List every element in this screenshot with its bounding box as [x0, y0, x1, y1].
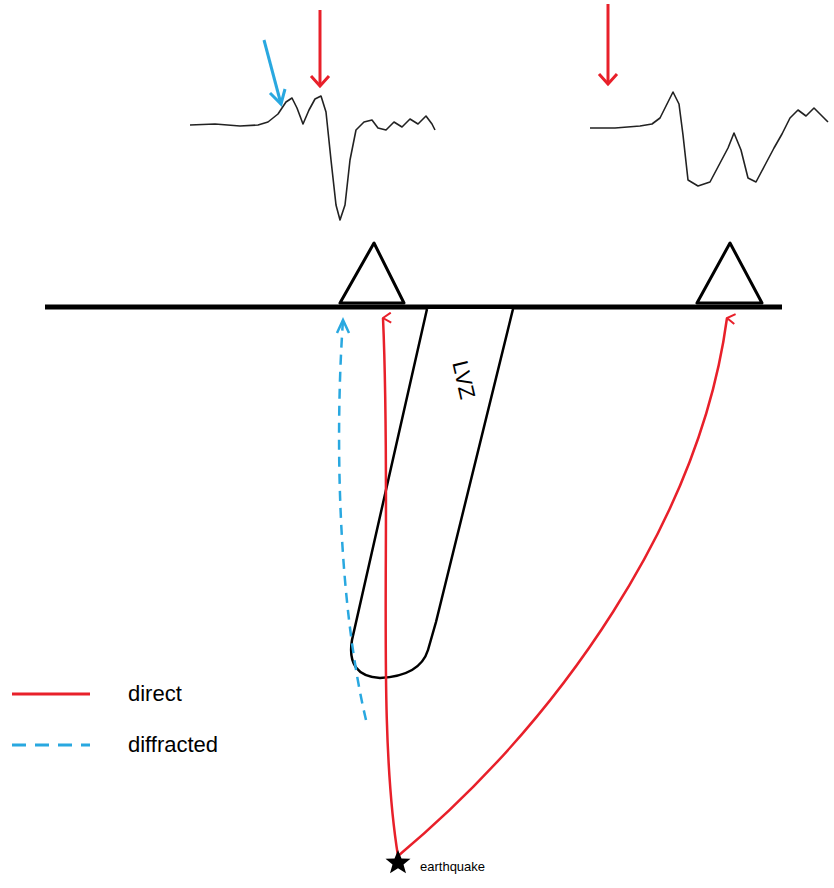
lvz-outline [351, 309, 513, 678]
waveform-trace [590, 92, 828, 186]
legend-line-sample [12, 744, 90, 747]
station-triangle [697, 243, 762, 303]
ray-arrow-head [337, 320, 349, 333]
legend-text: diffracted [128, 732, 218, 758]
pick-arrow-head [599, 74, 617, 84]
earthquake-label: earthquake [420, 859, 485, 874]
pick-arrow-head [311, 76, 329, 86]
direct-ray [398, 318, 727, 856]
earthquake-star [386, 850, 411, 873]
pick-arrow-head [270, 89, 285, 104]
pick-arrow [319, 10, 322, 86]
station-triangle [340, 243, 404, 303]
pick-arrow [607, 4, 610, 84]
diffracted-ray [339, 320, 366, 720]
legend-line-sample [12, 693, 90, 696]
direct-ray [383, 318, 398, 856]
legend-text: direct [128, 681, 182, 707]
waveform-trace [190, 96, 435, 220]
ground-surface [45, 305, 782, 310]
